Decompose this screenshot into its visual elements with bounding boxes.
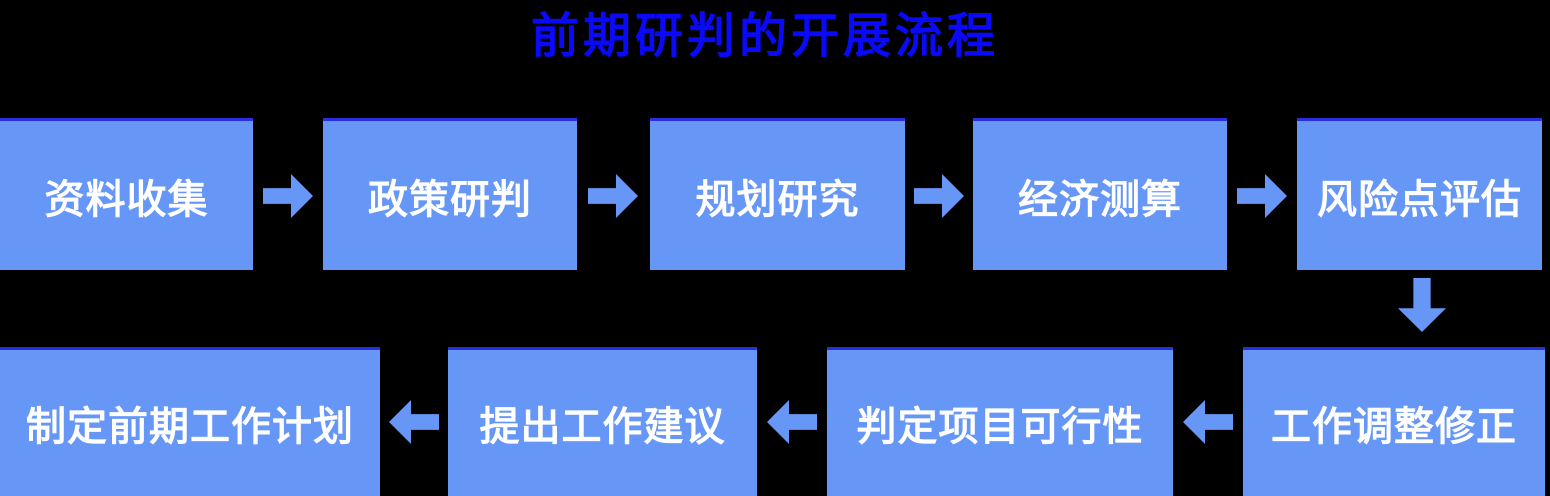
step-label: 经济测算: [1018, 177, 1182, 222]
arrow-right-icon: [588, 174, 638, 218]
step-label: 资料收集: [44, 177, 209, 222]
step-1-data-collection: 资料收集: [0, 118, 253, 270]
step-8-work-suggestions: 提出工作建议: [448, 347, 757, 496]
arrow-left-icon: [1183, 400, 1233, 444]
step-label: 提出工作建议: [479, 405, 726, 449]
step-label: 规划研究: [695, 177, 860, 222]
step-6-work-adjustment: 工作调整修正: [1243, 347, 1545, 496]
step-label: 判定项目可行性: [856, 405, 1144, 449]
step-4-economic-calculation: 经济测算: [973, 118, 1227, 270]
step-7-feasibility-judgment: 判定项目可行性: [827, 347, 1173, 496]
step-label: 制定前期工作计划: [26, 405, 354, 449]
step-5-risk-assessment: 风险点评估: [1297, 118, 1542, 270]
arrow-down-icon: [1398, 278, 1446, 332]
step-3-planning-research: 规划研究: [650, 118, 905, 270]
arrow-right-icon: [263, 174, 313, 218]
arrow-left-icon: [767, 400, 817, 444]
arrow-right-icon: [914, 174, 964, 218]
step-2-policy-analysis: 政策研判: [323, 118, 577, 270]
step-label: 政策研判: [368, 177, 532, 222]
arrow-right-icon: [1237, 174, 1287, 218]
step-label: 工作调整修正: [1271, 405, 1517, 449]
step-label: 风险点评估: [1317, 177, 1522, 222]
page-title: 前期研判的开展流程: [530, 10, 999, 63]
arrow-left-icon: [389, 400, 439, 444]
step-9-preliminary-work-plan: 制定前期工作计划: [0, 347, 380, 496]
